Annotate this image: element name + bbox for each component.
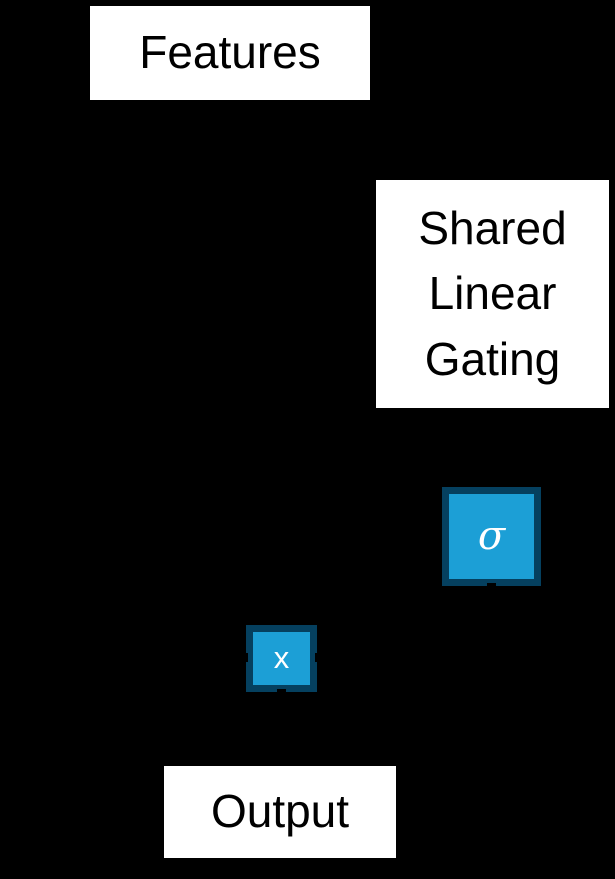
multiply-glyph: x xyxy=(273,640,290,675)
node-gating-label-line-3: Gating xyxy=(424,332,561,385)
node-output[interactable]: Output xyxy=(164,766,396,858)
sigma-connector-notch-bottom xyxy=(487,583,496,587)
node-features[interactable]: Features xyxy=(90,6,370,100)
node-gating-label-line-2: Linear xyxy=(428,267,557,320)
multiply-connector-notch-bottom xyxy=(277,689,286,693)
multiply-connector-notch-right xyxy=(315,653,319,662)
multiply-connector-notch-left xyxy=(244,653,248,662)
node-multiply-operator[interactable]: x xyxy=(246,625,317,692)
node-sigmoid-operator[interactable]: σ xyxy=(442,487,541,586)
sigma-glyph: σ xyxy=(477,512,506,559)
node-features-label: Features xyxy=(139,26,321,79)
sigma-connector-notch-top xyxy=(487,483,496,487)
node-output-label: Output xyxy=(210,785,350,838)
node-gating-label-line-1: Shared xyxy=(418,202,567,255)
node-shared-linear-gating[interactable]: Shared Linear Gating xyxy=(376,180,609,408)
